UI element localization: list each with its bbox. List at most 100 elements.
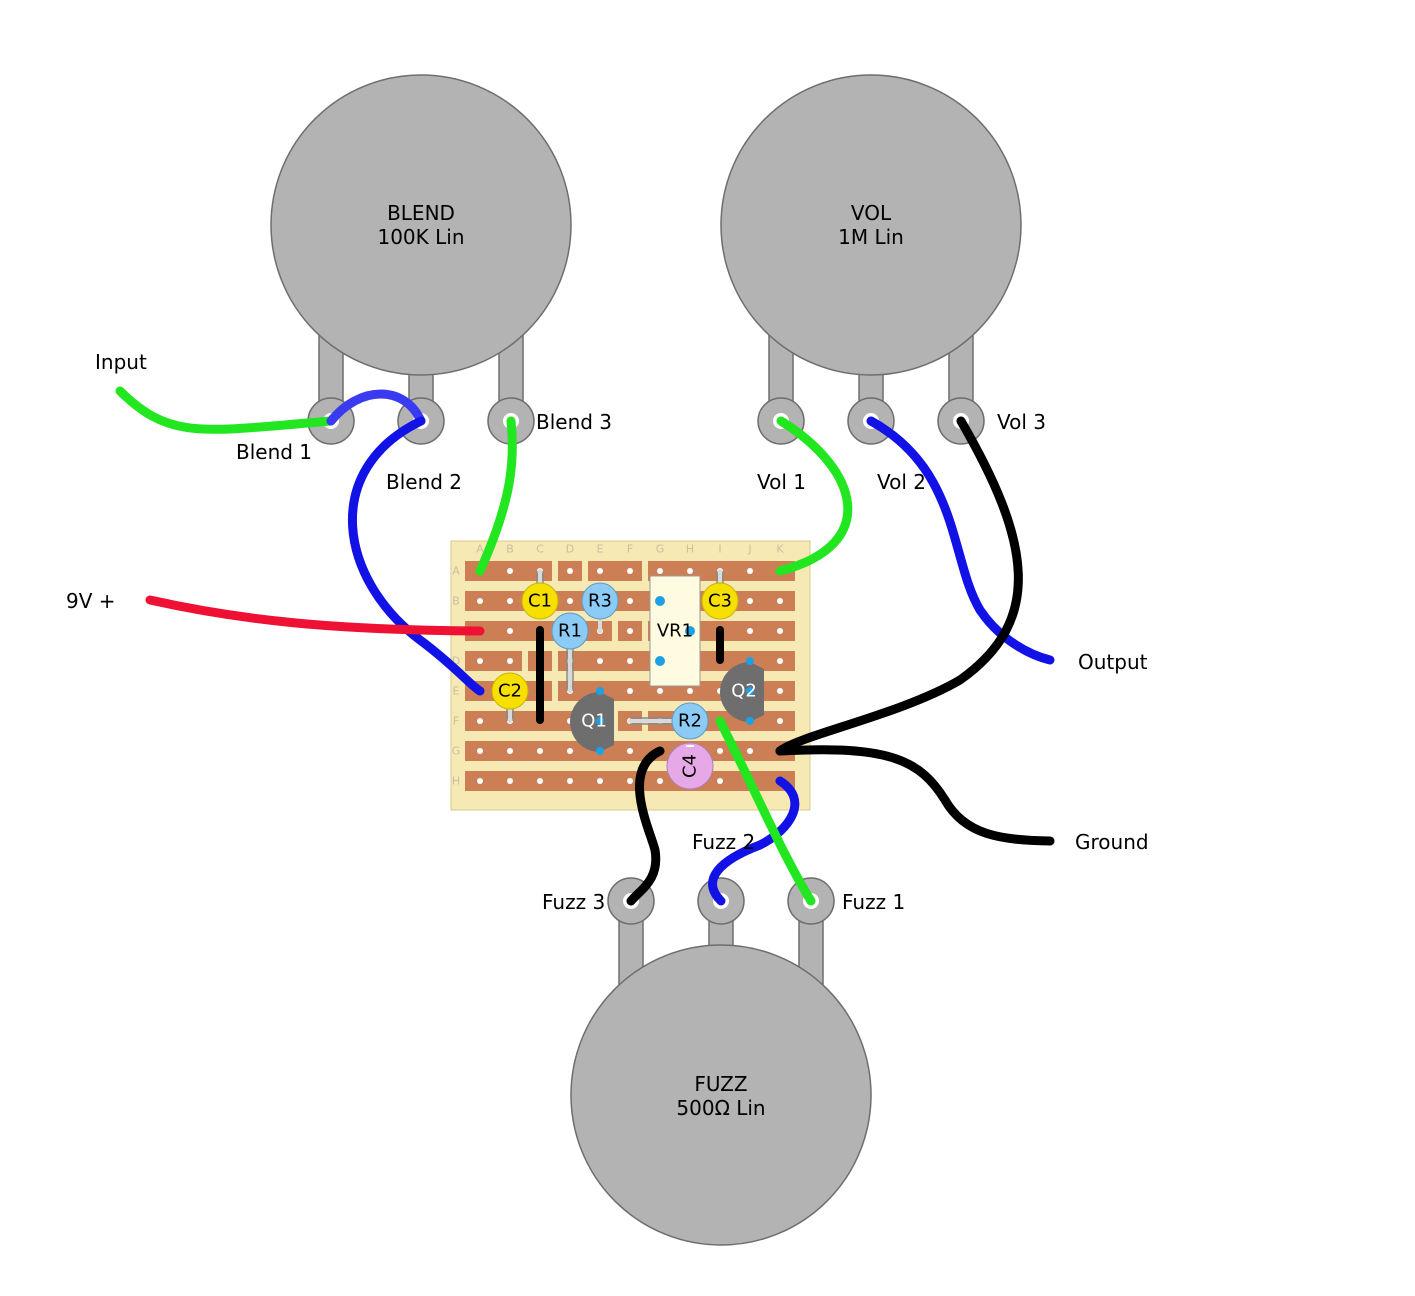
board-hole (747, 628, 753, 634)
board-hole (627, 628, 633, 634)
board-hole (477, 718, 483, 724)
board-hole (687, 568, 693, 574)
board-hole (507, 778, 513, 784)
c4-label: C4 (680, 754, 701, 778)
board-hole (777, 718, 783, 724)
vol-pot-value: 1M Lin (838, 225, 904, 249)
board-hole (477, 598, 483, 604)
board-hole (477, 778, 483, 784)
vol-pot: VOL 1M Lin (720, 74, 1022, 376)
power-label: 9V + (66, 589, 116, 613)
blend-pot: BLEND 100K Lin (270, 74, 572, 376)
board-hole (507, 658, 513, 664)
column-label: D (566, 543, 574, 556)
c2-label: C2 (498, 681, 522, 702)
column-label: E (597, 543, 604, 556)
vol-2-label: Vol 2 (877, 470, 926, 494)
fuzz-pot: FUZZ 500Ω Lin (570, 944, 872, 1246)
wire-fuzz3-board (626, 746, 665, 906)
board-hole (627, 568, 633, 574)
board-hole (477, 748, 483, 754)
capacitor-c3: C3 (701, 582, 739, 620)
board-hole (747, 568, 753, 574)
board-hole (597, 568, 603, 574)
input-label: Input (95, 350, 147, 374)
wire-blend3-board (475, 416, 517, 576)
wire-vol3-ground (775, 416, 1023, 756)
labels: Input 9V + Output Ground Blend 1 Blend 2… (66, 350, 1149, 914)
board-hole (627, 688, 633, 694)
q1-label: Q1 (581, 711, 607, 732)
board-hole (567, 598, 573, 604)
components: VR1 C1 C3 C2 C4 R3 R1 (491, 575, 764, 790)
fuzz-2-label: Fuzz 2 (692, 830, 755, 854)
track-cut (552, 561, 558, 581)
board-hole (537, 748, 543, 754)
column-label: J (747, 543, 751, 556)
wires (115, 386, 1055, 906)
ground-label: Ground (1075, 830, 1149, 854)
board-hole (627, 748, 633, 754)
board-hole (717, 748, 723, 754)
board-hole (477, 658, 483, 664)
board-hole (717, 778, 723, 784)
track-cut (612, 711, 618, 731)
board-hole (627, 598, 633, 604)
r3-label: R3 (588, 591, 612, 612)
track-cut (582, 561, 588, 581)
blend-1-label: Blend 1 (236, 440, 312, 464)
blend-pot-body (270, 74, 572, 376)
board-hole (747, 598, 753, 604)
fuzz-pot-value: 500Ω Lin (676, 1096, 765, 1120)
resistor-r3: R3 (581, 582, 619, 620)
r1-label: R1 (558, 621, 582, 642)
capacitor-c1: C1 (521, 582, 559, 620)
wire-blend2-c2 (347, 416, 485, 696)
fuzz-pot-body (570, 944, 872, 1246)
row-label: D (452, 655, 460, 668)
wire-vol2-output (866, 416, 1055, 665)
fuzz-3-label: Fuzz 3 (542, 890, 605, 914)
transistor-q1: Q1 (570, 687, 614, 755)
blend-pot-name: BLEND (387, 201, 455, 225)
column-label: F (627, 543, 633, 556)
board-hole (777, 598, 783, 604)
vol-3-label: Vol 3 (997, 410, 1046, 434)
board-hole (507, 628, 513, 634)
fuzz-pot-name: FUZZ (694, 1072, 747, 1096)
row-label: E (453, 685, 460, 698)
board-hole (567, 748, 573, 754)
capacitor-c4: C4 (666, 742, 714, 790)
wire-fuzz1-board (715, 716, 816, 906)
board-hole (627, 658, 633, 664)
board-hole (777, 688, 783, 694)
board-hole (507, 598, 513, 604)
column-label: A (476, 543, 484, 556)
board-hole (567, 778, 573, 784)
board-hole (657, 778, 663, 784)
vol-1-label: Vol 1 (757, 470, 806, 494)
row-label: F (453, 715, 459, 728)
board-hole (567, 568, 573, 574)
track-cut (552, 681, 558, 701)
column-label: C (536, 543, 544, 556)
vol-pot-name: VOL (851, 201, 892, 225)
row-label: H (452, 775, 460, 788)
board-hole (657, 688, 663, 694)
blend-3-label: Blend 3 (536, 410, 612, 434)
resistor-r1: R1 (551, 612, 589, 650)
r2-label: R2 (678, 711, 702, 732)
board-hole (507, 748, 513, 754)
wire-blend1-blend2 (326, 389, 426, 426)
fuzz-1-label: Fuzz 1 (842, 890, 905, 914)
column-label: G (656, 543, 665, 556)
column-label: I (718, 543, 721, 556)
wire-vol1-board (775, 416, 853, 576)
blend-2-label: Blend 2 (386, 470, 462, 494)
wire-fuzz2-board (708, 776, 800, 906)
board-hole (687, 688, 693, 694)
track-cut (522, 651, 528, 671)
blend-pot-value: 100K Lin (377, 225, 464, 249)
